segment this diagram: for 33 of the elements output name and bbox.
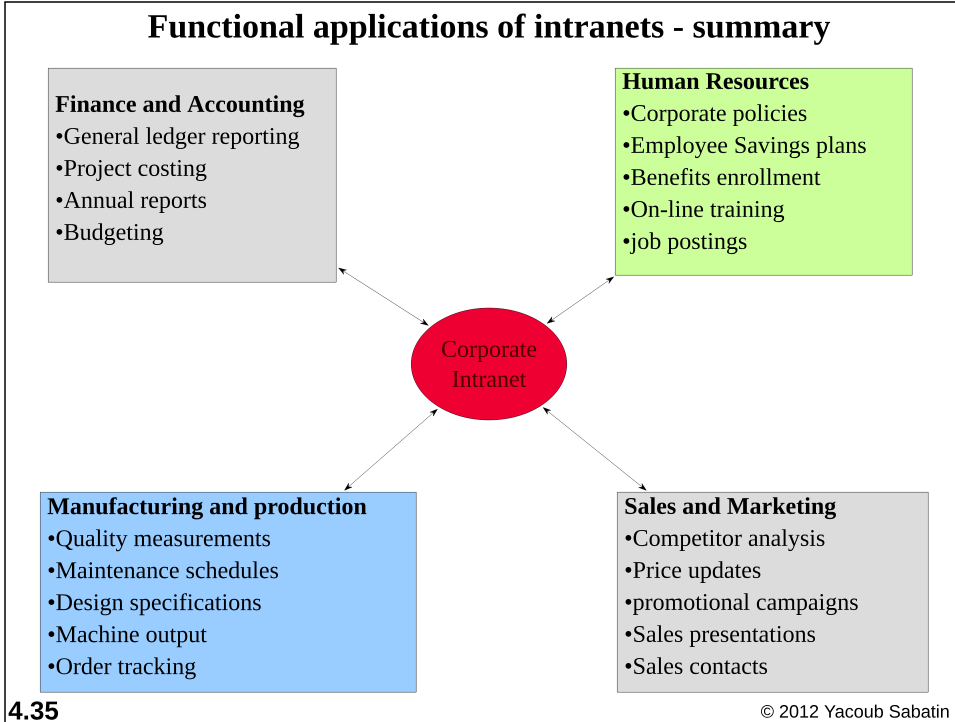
bullet-item: •promotional campaigns (626, 593, 858, 616)
slide-number: 4.35 (8, 701, 58, 720)
bullet-item: •Sales contacts (626, 657, 768, 674)
bullet-item: •Maintenance schedules (48, 561, 278, 578)
arrow (338, 268, 429, 326)
box-heading: Human Resources (622, 73, 808, 90)
arrow (542, 407, 647, 491)
bullet-item: •job postings (624, 232, 746, 254)
bullet-item: •On-line training (624, 200, 784, 222)
bullet-item: •Design specifications (48, 593, 261, 616)
bullet-item: •Sales presentations (626, 625, 816, 647)
process-box (617, 492, 928, 692)
arrow (546, 276, 614, 324)
bullet-item: •Machine output (48, 625, 207, 648)
bullet-item: •Benefits enrollment (624, 168, 820, 186)
bullet-item: •Employee Savings plans (624, 136, 866, 158)
bullet-item: •Annual reports (56, 191, 206, 213)
process-box (48, 68, 336, 282)
process-box (615, 68, 912, 276)
bullet-item: •Order tracking (48, 657, 196, 680)
box-heading: Manufacturing and production (48, 497, 366, 520)
bullet-item: •Quality measurements (48, 529, 270, 552)
bullet-item: •General ledger reporting (56, 127, 300, 150)
box-heading: Sales and Marketing (625, 497, 836, 520)
bullet-item: •Budgeting (56, 223, 164, 246)
bullet-item: •Corporate policies (624, 104, 806, 126)
box-heading: Finance and Accounting (56, 95, 304, 118)
bullet-item: •Project costing (56, 160, 206, 182)
arrow (344, 408, 438, 490)
title: Functional applications of intranets - summary (148, 14, 830, 45)
bullet-item: •Price updates (626, 561, 760, 583)
bullet-item: •Competitor analysis (626, 529, 824, 552)
process-box (40, 492, 416, 692)
